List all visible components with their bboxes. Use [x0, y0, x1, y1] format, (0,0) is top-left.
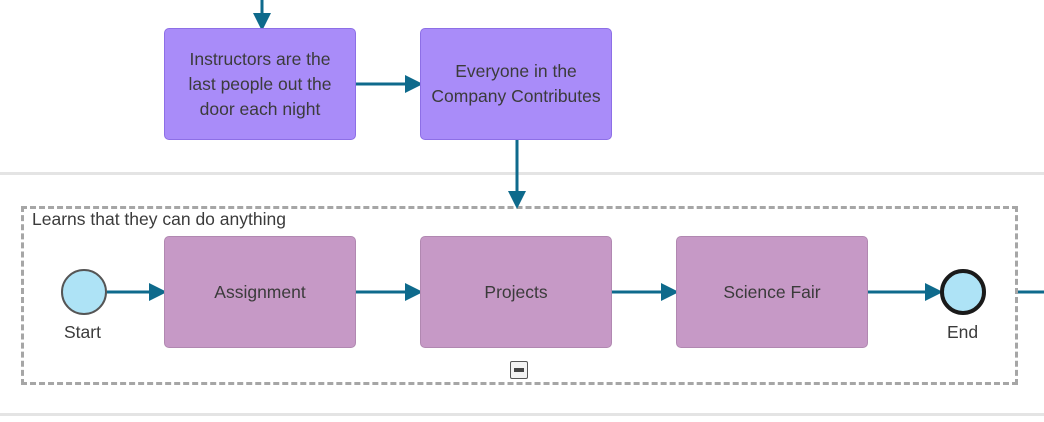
subprocess-title: Learns that they can do anything [32, 209, 286, 229]
start-event-label: Start [64, 322, 101, 342]
start-event[interactable] [61, 269, 107, 315]
end-event[interactable] [940, 269, 986, 315]
end-event-label: End [947, 322, 979, 342]
task-instructors[interactable]: Instructors are the last people out the … [164, 28, 356, 140]
task-label: Science Fair [723, 281, 821, 302]
lane-separator-top [0, 172, 1044, 175]
minus-bar [514, 368, 524, 372]
lane-separator-bottom [0, 413, 1044, 416]
task-projects[interactable]: Projects [420, 236, 612, 348]
task-label: Instructors are the last people out the … [188, 48, 332, 119]
task-assignment[interactable]: Assignment [164, 236, 356, 348]
minus-square-icon[interactable] [510, 361, 528, 379]
task-label: Assignment [214, 281, 306, 302]
task-science-fair[interactable]: Science Fair [676, 236, 868, 348]
task-label: Everyone in the Company Contributes [431, 61, 601, 106]
task-everyone-contributes[interactable]: Everyone in the Company Contributes [420, 28, 612, 140]
task-label: Projects [484, 281, 548, 302]
